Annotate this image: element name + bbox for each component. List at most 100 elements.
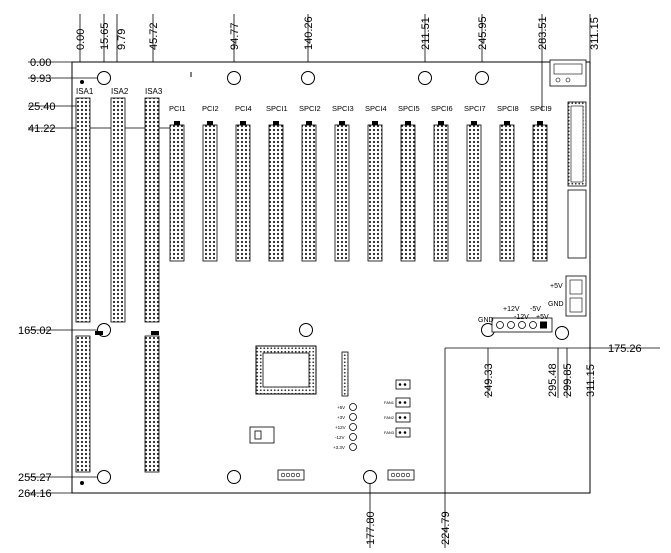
isa-slot-2-body [110, 97, 126, 323]
pci-slot [433, 124, 449, 262]
power-connector: +12V -5V -12V +5V GND [478, 306, 553, 333]
mounting-hole [555, 326, 569, 340]
pci-label: PCI4 [235, 104, 252, 113]
led-label: +3.3V [333, 445, 345, 450]
pci-slots [169, 121, 548, 262]
isa-slot-3-body [144, 97, 160, 323]
power-label-top: -5V [530, 306, 541, 313]
right-label-gnd: GND [548, 301, 564, 308]
pci-label: SPCI2 [299, 104, 321, 113]
dim-top-7: 245.95 [477, 16, 489, 50]
pci-slot [499, 124, 515, 262]
fan-label: FAN3 [384, 430, 395, 435]
fan-label: FAN2 [384, 415, 395, 420]
power-label-gnd: GND [478, 317, 494, 324]
pci-slot [367, 124, 383, 262]
pci-slot [268, 124, 284, 262]
bottom-dimension-labels: 177.80 224.79 249.33 295.48 299.85 311.1… [365, 343, 642, 545]
dim-top-3: 45.72 [148, 22, 160, 50]
mounting-hole [475, 71, 489, 85]
dim-left-2: 25.40 [28, 101, 56, 113]
pci-label: SPCI5 [398, 104, 420, 113]
mounting-hole [80, 80, 84, 84]
power-label-top: +12V [503, 306, 520, 313]
led-label: +3V [337, 415, 345, 420]
mounting-hole [418, 71, 432, 85]
isa-label-3: ISA3 [145, 87, 163, 96]
isa-slot-1-lower [75, 335, 91, 473]
mounting-hole [363, 470, 377, 484]
isa-label-2: ISA2 [111, 87, 129, 96]
dim-top-2: 9.79 [116, 29, 128, 50]
pci-label: PCI1 [169, 104, 186, 113]
pci-label: SPCI4 [365, 104, 387, 113]
bottom-headers [277, 469, 415, 481]
dim-left-6: 264.16 [18, 488, 52, 500]
dim-left-3: 41.22 [28, 123, 56, 135]
top-dimension-labels: 0.00 15.65 9.79 45.72 94.77 140.26 211.5… [75, 16, 601, 50]
dim-left-1: 9.93 [30, 73, 51, 85]
pci-slot [169, 124, 185, 262]
mounting-hole [301, 71, 315, 85]
power-label-bottom: +5V [536, 314, 549, 321]
dim-top-8: 283.51 [537, 16, 549, 50]
pci-label: SPCI1 [266, 104, 288, 113]
voltage-led-column: +5V +3V +12V -12V +3.3V [333, 403, 357, 451]
right-edge-connectors: +5V GND [548, 59, 587, 317]
dim-right-0: 175.26 [608, 343, 642, 355]
dim-bottom-2: 249.33 [483, 363, 495, 397]
left-dimension-lines [28, 77, 176, 494]
pci-label: PCI2 [202, 104, 219, 113]
dim-bottom-3: 295.48 [547, 363, 559, 397]
led-label: -12V [335, 435, 345, 440]
top-dimension-lines [28, 14, 591, 110]
pci-label: SPCI8 [497, 104, 519, 113]
mounting-hole [80, 481, 84, 485]
led-label: +5V [337, 405, 345, 410]
dim-left-5: 255.27 [18, 472, 52, 484]
dim-bottom-1: 224.79 [440, 511, 452, 545]
mounting-hole [227, 470, 241, 484]
dim-bottom-5: 311.15 [585, 364, 597, 397]
mounting-hole [97, 71, 111, 85]
isa-slot-1-body [75, 97, 91, 323]
pci-label: SPCI7 [464, 104, 486, 113]
fan-label: FAN1 [384, 400, 395, 405]
isa-label-1: ISA1 [76, 87, 94, 96]
bottom-dimension-lines [369, 347, 660, 548]
dim-top-5: 140.26 [303, 16, 315, 50]
fan-headers: FAN1 FAN2 FAN3 [384, 379, 411, 438]
pci-label: SPCI3 [332, 104, 354, 113]
isa-slot-labels: ISA1 ISA2 ISA3 [76, 87, 163, 96]
mounting-holes [80, 71, 579, 485]
pci-slot [202, 124, 218, 262]
dim-bottom-0: 177.80 [365, 511, 377, 545]
pci-slot [466, 124, 482, 262]
mounting-hole [227, 71, 241, 85]
dim-left-4: 165.02 [18, 325, 52, 337]
narrow-connector [341, 351, 349, 397]
pci-slot [334, 124, 350, 262]
left-dimension-labels: 0.00 9.93 25.40 41.22 165.02 255.27 264.… [18, 57, 56, 500]
right-label-plus5v: +5V [550, 283, 563, 290]
dim-left-0: 0.00 [30, 57, 51, 69]
isa-slots [75, 97, 160, 473]
pci-slot [400, 124, 416, 262]
mounting-hole [97, 470, 111, 484]
chip [255, 345, 317, 395]
pci-slot [301, 124, 317, 262]
dim-top-4: 94.77 [229, 22, 241, 50]
dim-top-6: 211.51 [420, 17, 432, 50]
mounting-hole [299, 323, 313, 337]
edge-connector [567, 189, 587, 259]
pci-slot [532, 124, 548, 262]
dim-top-9: 311.15 [589, 17, 601, 50]
dim-top-0: 0.00 [75, 29, 87, 50]
isa-slot-3-lower [144, 335, 160, 473]
pci-slot [235, 124, 251, 262]
dim-bottom-4: 299.85 [562, 363, 574, 397]
pci-label: SPCI6 [431, 104, 453, 113]
pci-label: SPCI9 [530, 104, 552, 113]
led-label: +12V [335, 425, 346, 430]
